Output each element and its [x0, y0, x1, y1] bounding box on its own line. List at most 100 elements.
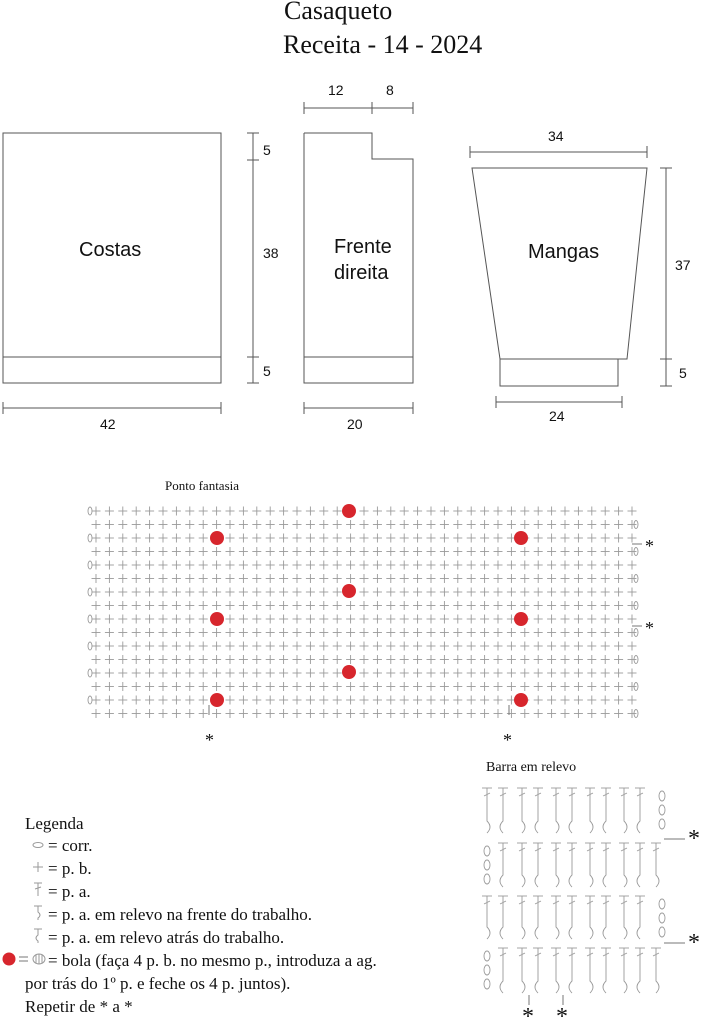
sc-stitch	[493, 587, 503, 597]
sc-stitch	[627, 547, 637, 556]
sc-stitch	[158, 533, 168, 543]
sc-stitch	[372, 614, 382, 624]
sc-stitch	[506, 668, 516, 678]
sc-stitch	[480, 506, 490, 516]
chart-row	[91, 709, 639, 718]
sc-stitch	[426, 601, 436, 610]
sc-stitch	[466, 668, 476, 678]
sc-stitch	[386, 601, 396, 610]
sc-stitch	[439, 520, 449, 529]
sc-stitch	[346, 614, 356, 624]
sc-stitch	[171, 709, 181, 718]
sc-stitch	[413, 614, 423, 624]
sc-stitch	[332, 560, 342, 570]
sc-stitch	[493, 601, 503, 610]
repeat-mark: *	[522, 1004, 534, 1030]
sc-stitch	[225, 601, 235, 610]
sc-stitch	[506, 547, 516, 556]
sc-stitch	[466, 533, 476, 543]
sc-stitch	[372, 641, 382, 651]
sc-stitch	[332, 682, 342, 691]
sc-stitch	[212, 655, 222, 664]
sc-stitch	[238, 641, 248, 651]
sc-stitch	[252, 520, 262, 529]
sc-stitch	[493, 628, 503, 637]
sc-stitch	[399, 614, 409, 624]
sc-stitch	[600, 709, 610, 718]
sc-stitch	[171, 520, 181, 529]
sc-stitch	[466, 574, 476, 583]
sc-stitch	[131, 709, 141, 718]
sc-stitch	[185, 574, 195, 583]
sc-stitch	[493, 655, 503, 664]
sc-stitch	[587, 533, 597, 543]
sc-stitch	[279, 695, 289, 705]
sc-stitch	[305, 682, 315, 691]
chain-stitch	[658, 818, 666, 830]
sc-stitch	[279, 533, 289, 543]
sc-stitch	[118, 655, 128, 664]
sc-stitch	[185, 506, 195, 516]
sc-stitch	[426, 574, 436, 583]
sc-stitch	[480, 574, 490, 583]
sc-stitch	[547, 628, 557, 637]
bobble-stitch	[210, 531, 224, 545]
sc-stitch	[171, 668, 181, 678]
sc-stitch	[346, 682, 356, 691]
sc-stitch	[91, 560, 101, 570]
legend-item-dc: = p. a.	[48, 882, 91, 901]
mangas-height-dim: 37	[675, 257, 691, 273]
bobble-stitch	[514, 693, 528, 707]
sc-stitch	[587, 655, 597, 664]
sc-stitch	[198, 601, 208, 610]
sc-stitch	[439, 655, 449, 664]
sc-stitch	[252, 695, 262, 705]
chain-stitch	[633, 628, 639, 637]
sc-stitch	[332, 668, 342, 678]
repeat-mark: *	[645, 618, 654, 638]
sc-stitch	[292, 601, 302, 610]
chart-row	[91, 628, 639, 637]
sc-stitch	[439, 574, 449, 583]
sc-stitch	[627, 668, 637, 678]
sc-stitch	[252, 628, 262, 637]
sc-stitch	[439, 695, 449, 705]
sc-stitch	[252, 574, 262, 583]
sc-stitch	[386, 533, 396, 543]
sc-stitch	[145, 574, 155, 583]
sc-stitch	[225, 587, 235, 597]
sc-stitch	[480, 587, 490, 597]
sc-stitch	[145, 614, 155, 624]
relief-dc-stitch	[619, 895, 629, 940]
relief-dc-stitch	[482, 895, 492, 940]
sc-stitch	[386, 614, 396, 624]
sc-stitch	[185, 695, 195, 705]
chain-stitch	[658, 912, 666, 924]
sc-stitch	[506, 655, 516, 664]
sc-stitch	[91, 655, 101, 664]
sc-stitch	[506, 574, 516, 583]
sc-stitch	[466, 628, 476, 637]
chain-stitch	[87, 614, 93, 624]
chain-stitch	[483, 845, 491, 857]
sc-stitch	[198, 695, 208, 705]
repeat-mark: *	[688, 826, 700, 852]
sc-stitch	[212, 641, 222, 651]
sc-stitch	[319, 506, 329, 516]
sc-stitch	[104, 641, 114, 651]
costas-rib-dim: 5	[263, 363, 271, 379]
sc-stitch	[439, 547, 449, 556]
sc-stitch	[145, 655, 155, 664]
sc-stitch	[292, 641, 302, 651]
sc-stitch	[319, 601, 329, 610]
sc-stitch	[372, 560, 382, 570]
chain-stitch	[483, 859, 491, 871]
chain-stitch	[658, 790, 666, 802]
sc-stitch	[506, 641, 516, 651]
relief-dc-stitch	[635, 895, 645, 940]
sc-stitch	[560, 655, 570, 664]
sc-stitch	[426, 682, 436, 691]
sc-stitch	[506, 682, 516, 691]
sc-stitch	[131, 574, 141, 583]
chart-row	[87, 533, 637, 543]
